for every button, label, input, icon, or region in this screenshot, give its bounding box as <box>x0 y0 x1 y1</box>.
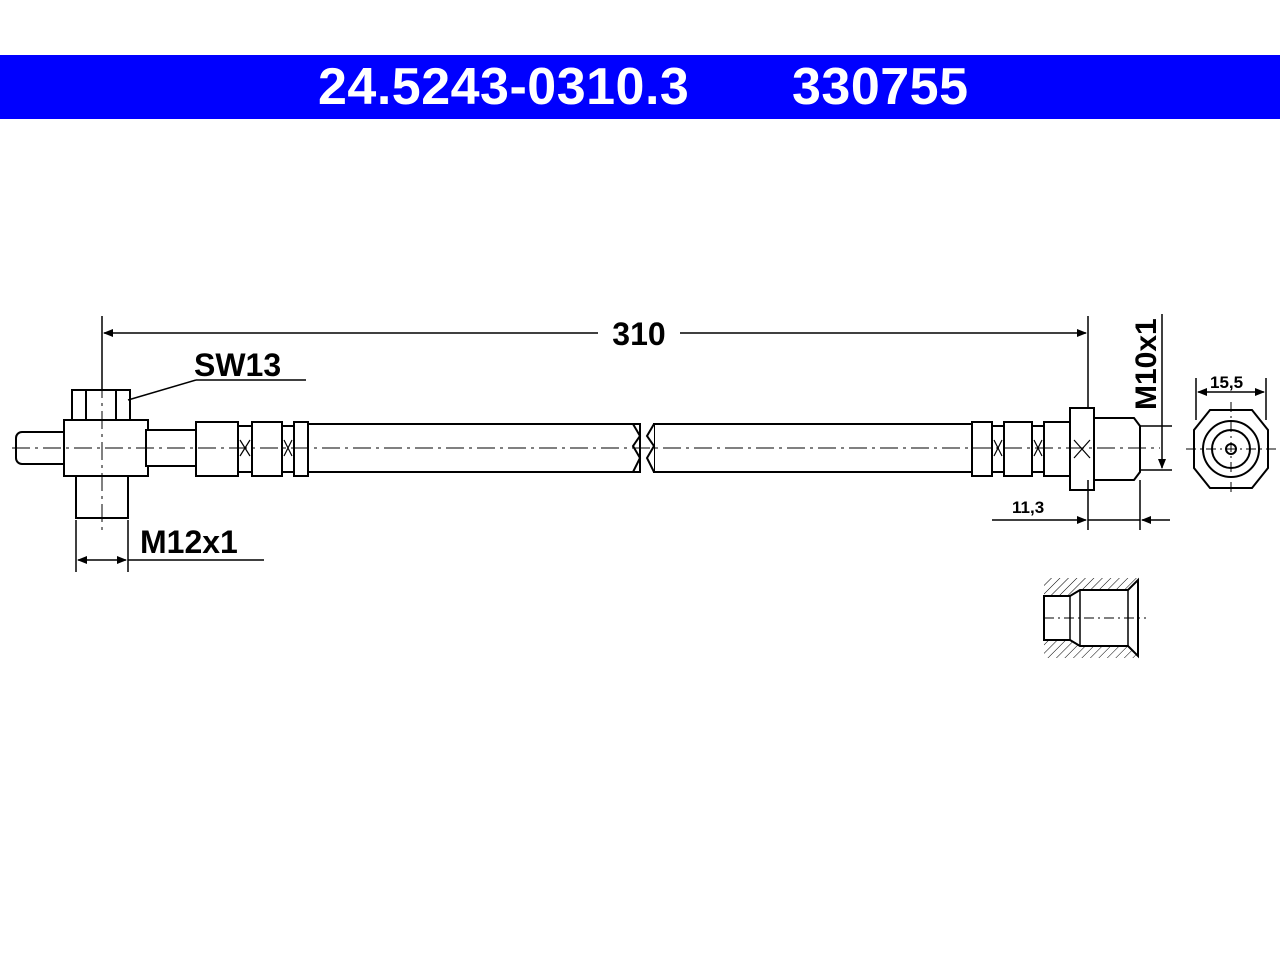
thread-right-dimension <box>1140 314 1172 471</box>
reference-number: 330755 <box>792 58 969 116</box>
end-view <box>1186 378 1276 496</box>
hex-nut <box>71 389 131 421</box>
thread-right-label: M10x1 <box>1130 318 1163 410</box>
section-view <box>1043 577 1146 659</box>
header-bar: 24.5243-0310.3 330755 <box>0 55 1280 119</box>
thread-left-dimension <box>75 520 264 572</box>
banjo-fitting <box>15 389 309 519</box>
female-fitting <box>971 407 1141 491</box>
part-number: 24.5243-0310.3 <box>318 58 690 116</box>
center-line <box>12 380 1160 530</box>
thread-left-label: M12x1 <box>140 524 238 560</box>
fitting-length-label: 11,3 <box>1012 498 1044 517</box>
fitting-length-dimension <box>992 480 1170 530</box>
sw13-leader <box>127 379 306 401</box>
fitting-diameter-label: 15,5 <box>1210 373 1243 392</box>
overall-length-label: 310 <box>612 316 665 352</box>
wrench-size-label: SW13 <box>194 347 281 383</box>
